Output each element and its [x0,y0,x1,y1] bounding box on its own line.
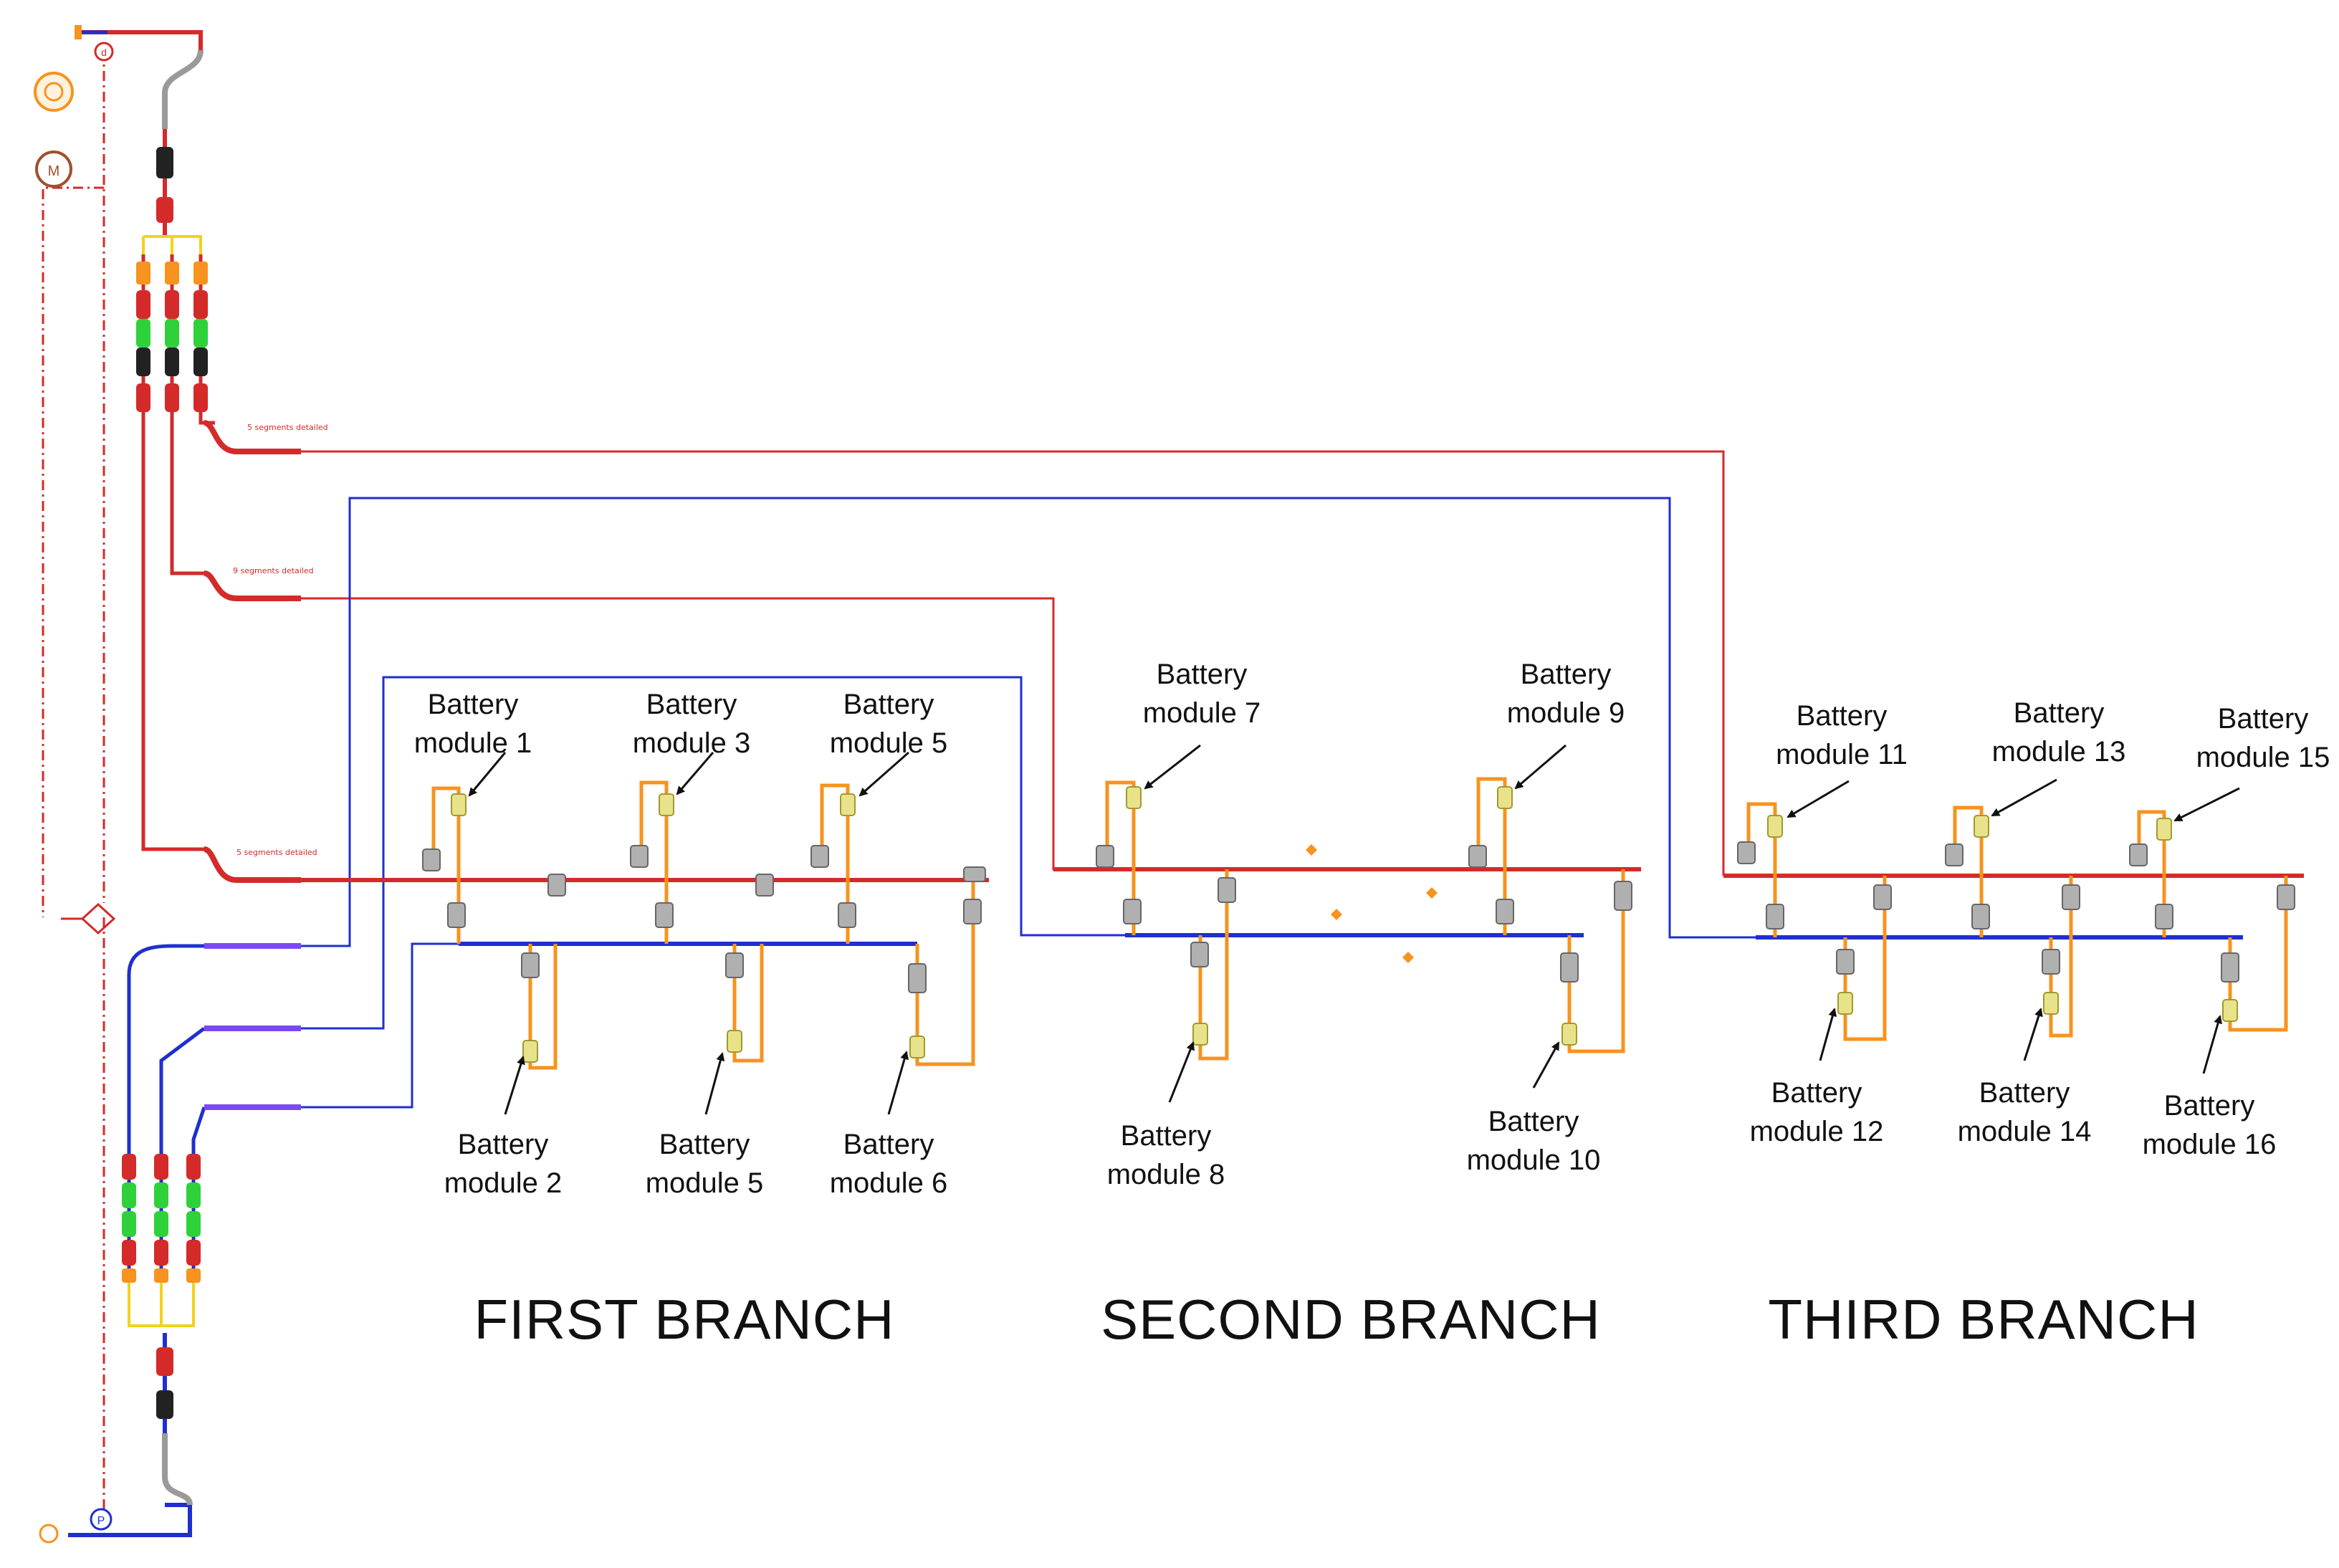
battery-cell [727,1030,742,1053]
lower-component-stacks [122,1154,201,1419]
battery-cell [2222,999,2238,1022]
battery-cell [2156,818,2172,841]
callout-arrow [1786,780,1850,818]
callout-arrow [676,752,714,795]
valve-diamond-icon [61,902,116,935]
battery-cell [1974,815,1989,838]
third-branch-module-loops [1746,802,2288,1041]
second-branch-sensors [1306,844,1438,963]
second-branch-module-loops [1105,777,1625,1061]
battery-cell [909,1036,925,1058]
motor-icon: M [35,150,72,188]
callout-arrow [858,751,909,797]
battery-cell [2043,992,2059,1015]
callout-arrow [1532,1041,1560,1089]
callout-arrow [1819,1008,1837,1061]
callout-arrow [2202,1015,2223,1074]
callout-arrow [468,752,507,797]
third-branch-title: THIRD BRANCH [1768,1288,2199,1351]
second-branch-title: SECOND BRANCH [1101,1288,1601,1351]
callout-arrow [1168,1041,1195,1103]
battery-cell [1561,1023,1577,1046]
segment-label: 5 segments detailed [236,848,317,857]
battery-cell [522,1040,538,1063]
main-supply-line [77,30,203,236]
top-segment-bend [162,49,204,129]
tee-fittings [422,841,2295,993]
inlet-port [75,25,82,39]
callout-arrow [704,1052,725,1115]
callout-arrows [468,744,2240,1115]
callout-arrow [887,1051,909,1115]
dial-label: d [101,47,107,58]
callout-arrow [1991,778,2057,817]
bottom-source-icon [39,1524,59,1544]
callout-arrow [504,1056,525,1115]
battery-cell [1497,786,1513,809]
battery-cell [1767,815,1783,838]
callout-arrow [1514,744,1566,790]
battery-cell [659,793,674,816]
control-signal-line [42,50,105,1519]
callout-arrow [1144,744,1201,790]
battery-cells [451,786,2238,1063]
pump-label: P [97,1515,105,1527]
return-manifold [128,1283,195,1327]
battery-cell [1192,1023,1208,1046]
dial-icon: d [94,42,114,62]
segment-label: 9 segments detailed [233,566,314,575]
segment-blocks [203,420,301,1110]
callout-arrow [2023,1008,2043,1061]
pump-icon: P [90,1508,113,1531]
segment-labels: 5 segments detailed 9 segments detailed … [233,423,328,857]
battery-cell [1126,786,1142,809]
callout-arrow [2173,787,2240,822]
battery-cell [451,793,467,816]
third-branch [1723,802,2304,1041]
second-branch [1053,777,1641,1061]
first-branch [301,780,989,1070]
battery-cell [840,793,856,816]
branch-titles: FIRST BRANCH SECOND BRANCH THIRD BRANCH [474,1288,2199,1351]
thermal-source-icon [34,72,74,112]
first-branch-title: FIRST BRANCH [474,1288,895,1351]
supply-manifold [142,235,202,254]
motor-label: M [48,163,60,179]
segment-label: 5 segments detailed [247,423,328,432]
first-branch-module-loops [431,780,975,1070]
distribution-supply-lines [301,450,1725,876]
bottom-segment-bend [162,1433,193,1506]
battery-cell [1837,992,1853,1015]
upper-component-stacks [136,147,208,412]
distribution-return-lines [301,497,1756,1109]
